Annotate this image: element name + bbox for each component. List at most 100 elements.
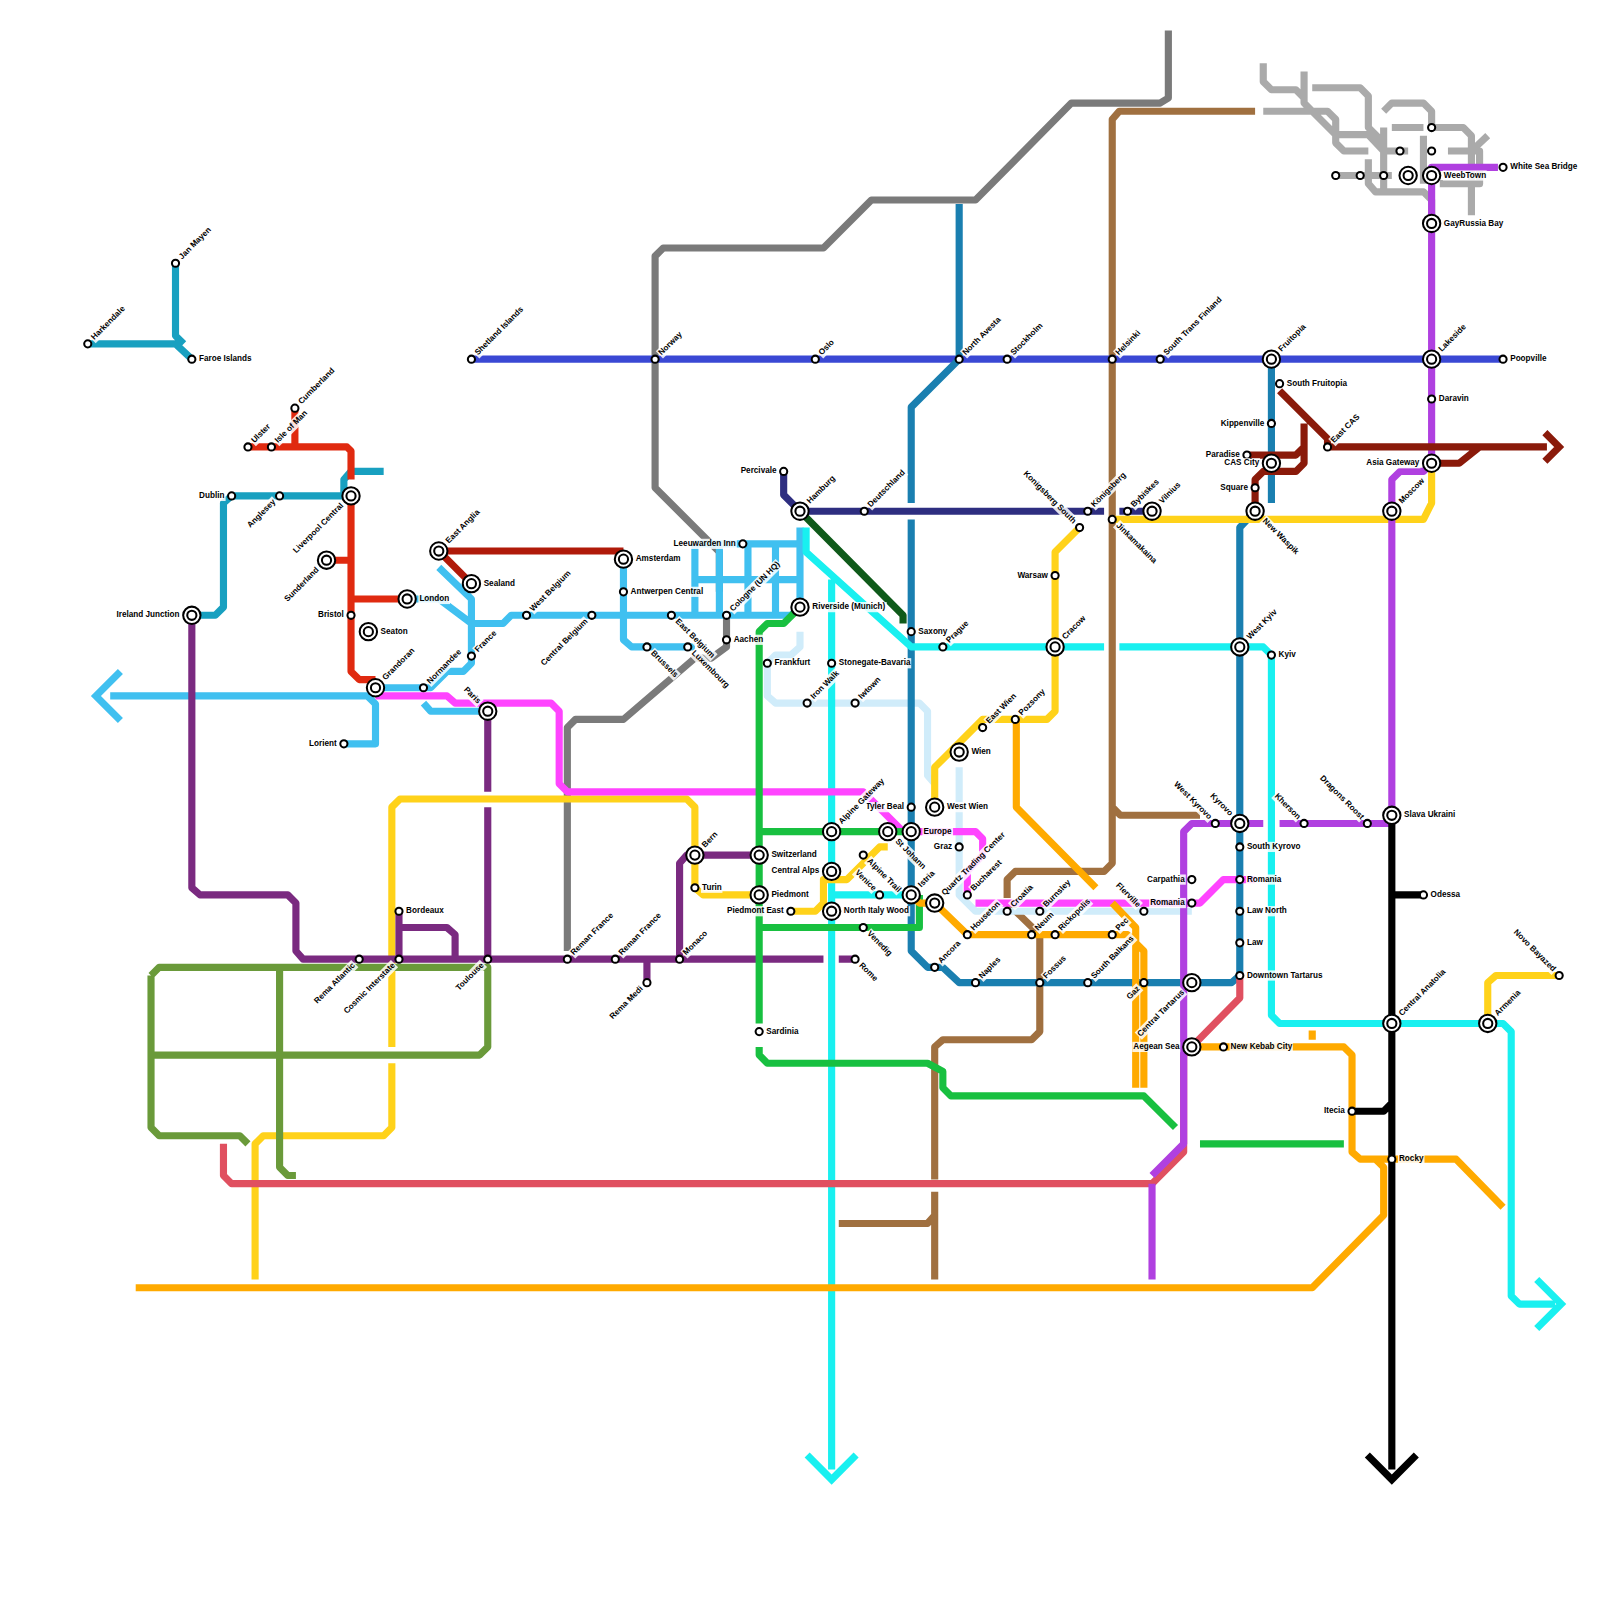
route-line [1352,823,1423,1469]
interchange-dot [823,863,840,880]
station-dot [1499,356,1506,363]
interchange-dot [791,598,808,615]
station-label: Jan Mayen [176,224,214,262]
station-dot [1052,572,1059,579]
station-label: Odessa [1430,890,1462,900]
interchange-dot [1183,974,1200,991]
station-label: Wien [970,747,991,757]
route-line [759,607,1344,1144]
station-label: Paris [461,684,484,707]
station-dot [420,684,427,691]
station-label: West Belgium [527,568,574,615]
station-dot [1140,979,1147,986]
station-label: Lakeside [1436,321,1469,354]
station-dot [1157,356,1164,363]
station-label: Neum [1032,909,1057,934]
station-label: New Kebab City [1230,1042,1294,1052]
route-line [248,408,407,679]
line-arrows [96,433,1561,1480]
station-label: Isle of Man [272,408,310,446]
station-dot [652,356,659,363]
station-dot [1499,164,1506,171]
station-dot [964,891,971,898]
interchange-dot [463,575,480,592]
route-line [471,356,1503,363]
station-label: Iron Walk [808,668,842,702]
station-label: WeebTown [1443,170,1487,180]
route-line [136,719,1503,1287]
station-label: Slava Ukraini [1403,810,1456,820]
station-dot [1357,172,1364,179]
station-dot [861,508,868,515]
station-label: West Wien [946,802,989,812]
station-label: Moscow [1396,475,1427,506]
station-label: Law North [1246,906,1288,916]
station-label: Graz [933,842,953,852]
station-dot [340,740,347,747]
interchange-dot [1263,351,1280,368]
station-label: Piedmont [770,890,809,900]
station-dot [979,724,986,731]
station-label: North Avesta [960,314,1004,358]
station-dot [756,1028,763,1035]
station-label: West Kyrovo [1171,779,1215,823]
station-dot [1236,939,1243,946]
arrow-head [96,671,120,720]
station-dot [876,891,883,898]
station-label: Seaton [380,627,409,637]
route-line [110,528,800,744]
station-label: Dragons Roost [1317,773,1367,823]
interchange-dot [926,798,943,815]
station-dot [468,653,475,660]
station-dot [188,356,195,363]
station-dot [1220,1043,1227,1050]
station-label: Sardinia [765,1027,799,1037]
route-line [223,976,1239,1184]
station-dot [860,924,867,931]
interchange-dot [1383,503,1400,520]
station-label: Croatia [1008,882,1037,911]
station-label: Naples [976,954,1004,982]
station-dot [852,956,859,963]
station-dot [1332,172,1339,179]
station-dot [691,884,698,891]
station-label: CAS City [1223,458,1260,468]
station-label: Central Tartarus [1135,987,1188,1040]
station-label: Pozsony [1016,686,1048,718]
station-label: Jinkamakaina [1113,520,1160,567]
station-dot [1428,147,1435,154]
interchange-dot [1231,815,1248,832]
station-dot [1212,820,1219,827]
station-dot [1188,899,1195,906]
interchange-dot [479,703,496,720]
station-label: North Italy Wood [843,906,910,916]
station-dot [956,356,963,363]
station-label: London [418,594,450,604]
interchange-dot [1399,167,1416,184]
station-label: Romania [1246,874,1283,884]
station-label: Aachen [733,635,765,645]
station-label: Ireland Junction [116,610,181,620]
route-line [839,111,1255,1279]
station-dot [1236,876,1243,883]
station-label: Rocky [1398,1154,1425,1164]
station-label: Konigsberg South [1020,468,1079,527]
station-dot [1380,172,1387,179]
station-dot [643,643,650,650]
station-dot [684,643,691,650]
station-label: GayRussia Bay [1443,218,1504,228]
station-dot [723,636,730,643]
station-dot [1348,1108,1355,1115]
station-dot [1388,1156,1395,1163]
interchange-dot [1231,638,1248,655]
station-dot [1556,972,1563,979]
station-label: Pec [1113,915,1132,934]
station-dot [908,804,915,811]
station-label: Carpathia [1146,874,1186,884]
station-label: South Balkans [1088,933,1137,982]
station-dot [1036,979,1043,986]
station-label: Cracow [1059,613,1089,643]
station-dot [612,956,619,963]
